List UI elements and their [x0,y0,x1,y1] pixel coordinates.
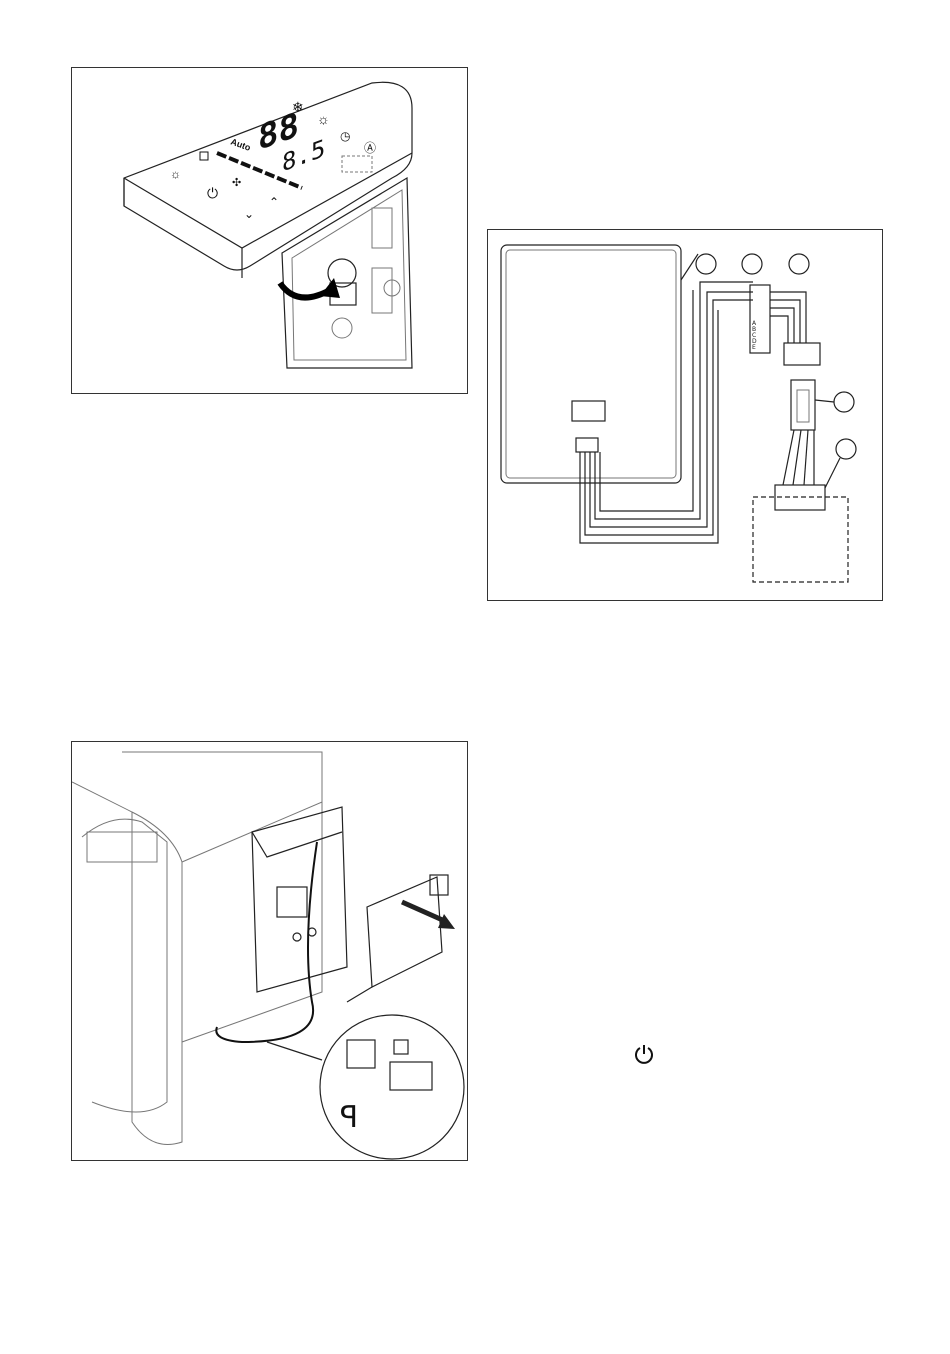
thermostat-body [124,82,412,278]
auto-label: Auto [229,136,252,153]
removal-arrow [402,902,447,922]
control-panel [252,807,347,992]
thermostat-display: ❄ ☼ ◷ Ⓐ 88 8.5 Auto ☼ ⏻ ✣ ⌄ ⌃ [170,99,376,221]
wires [580,254,753,543]
wiring-diagram: A B C D E [488,230,882,600]
power-icon [633,1043,655,1065]
terminal-labels: A B C D E [752,320,757,351]
unit-connection-figure: ꟼ [71,741,468,1161]
thermostat-mounting-figure: ❄ ☼ ◷ Ⓐ 88 8.5 Auto ☼ ⏻ ✣ ⌄ ⌃ [71,67,468,394]
fan-icon: ✣ [232,177,241,189]
chevron-up-icon: ⌃ [269,195,279,209]
indoor-unit [72,752,322,1145]
auto-mode-icon: Ⓐ [364,141,376,155]
controller-outline [501,245,681,483]
sun-icon: ☼ [317,111,330,127]
controller-window [572,401,605,421]
connector-detail: ꟼ [267,1015,464,1159]
terminal-label-e: E [752,344,756,351]
wiring-diagram-figure: A B C D E [487,229,883,601]
power-icon: ⏻ [207,185,218,201]
ear-icon: ꟼ [340,1101,358,1134]
thermostat-illustration: ❄ ☼ ◷ Ⓐ 88 8.5 Auto ☼ ⏻ ✣ ⌄ ⌃ [72,68,467,393]
plug-connector [784,343,820,365]
chevron-down-icon: ⌄ [244,207,254,221]
unit-illustration: ꟼ [72,742,467,1160]
menu-icon [200,152,208,160]
callouts [696,254,856,488]
clock-icon: ◷ [340,129,350,143]
light-icon: ☼ [170,167,181,181]
cover-panel [347,875,448,1002]
controller-connector [576,438,598,452]
